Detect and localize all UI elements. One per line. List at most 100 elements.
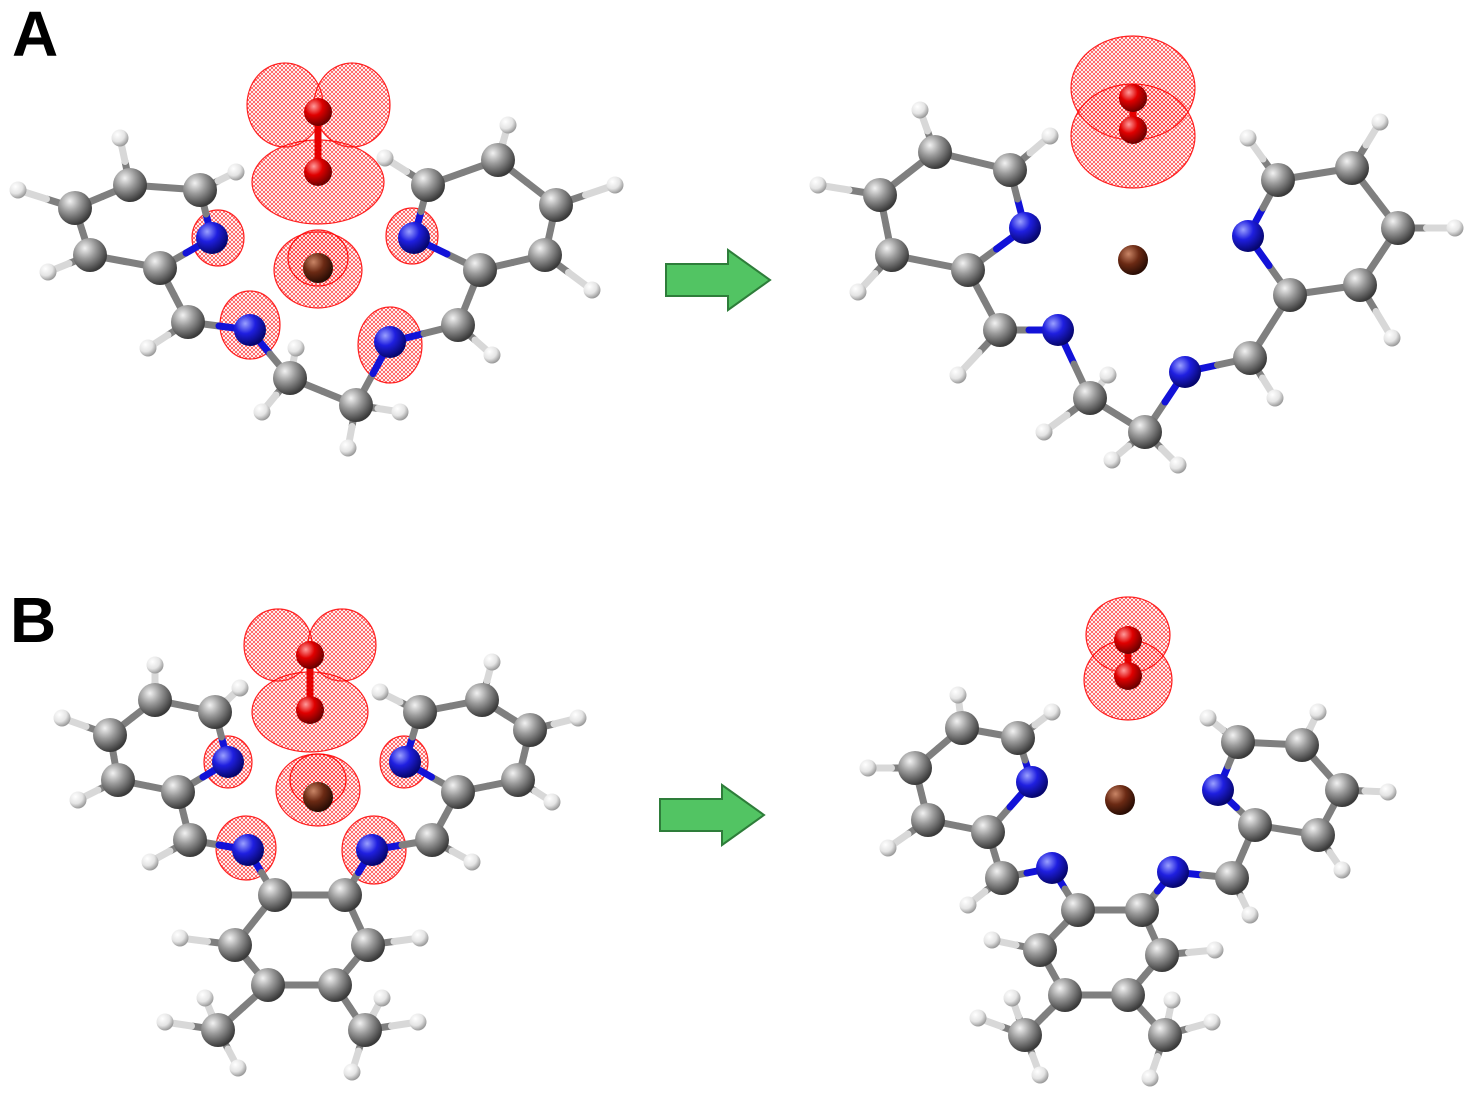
carbon-atom [73, 238, 107, 272]
carbon-atom [465, 683, 499, 717]
carbon-atom [528, 238, 562, 272]
nitrogen-atom [374, 326, 406, 358]
hydrogen-atom [583, 281, 601, 299]
hydrogen-atom [1371, 113, 1389, 131]
carbon-atom [983, 313, 1017, 347]
carbon-atom [539, 188, 573, 222]
hydrogen-atom [569, 709, 587, 727]
carbon-atom [351, 928, 385, 962]
hydrogen-atom [376, 149, 394, 167]
carbon-atom [951, 253, 985, 287]
hydrogen-atom [69, 791, 87, 809]
hydrogen-atom [1203, 1013, 1221, 1031]
hydrogen-atom [1379, 783, 1397, 801]
carbon-atom [1325, 773, 1359, 807]
hydrogen-atom [373, 989, 391, 1007]
carbon-atom [339, 388, 373, 422]
nitrogen-atom [1036, 852, 1068, 884]
carbon-atom [1261, 163, 1295, 197]
hydrogen-atom [1035, 423, 1053, 441]
carbon-atom [1001, 721, 1035, 755]
carbon-atom [1343, 268, 1377, 302]
hydrogen-atom [483, 653, 501, 671]
hydrogen-atom [141, 853, 159, 871]
hydrogen-atom [1239, 129, 1257, 147]
nitrogen-atom [1009, 212, 1041, 244]
hydrogen-atom [499, 116, 517, 134]
atom-layer [9, 84, 1464, 1087]
nitrogen-atom [398, 222, 430, 254]
carbon-atom [411, 168, 445, 202]
density-mesh-layer [191, 35, 1196, 885]
carbon-atom [1381, 211, 1415, 245]
hydrogen-atom [227, 163, 245, 181]
hydrogen-atom [809, 176, 827, 194]
carbon-atom [183, 173, 217, 207]
hydrogen-atom [859, 759, 877, 777]
carbon-atom [993, 153, 1027, 187]
carbon-atom [1111, 978, 1145, 1012]
carbon-atom [1128, 415, 1162, 449]
hydrogen-atom [949, 366, 967, 384]
carbon-atom [415, 823, 449, 857]
oxygen-atom [1114, 626, 1142, 654]
hydrogen-atom [39, 263, 57, 281]
nitrogen-atom [1157, 856, 1189, 888]
metal-atom [303, 782, 333, 812]
nitrogen-atom [212, 746, 244, 778]
hydrogen-atom [1199, 709, 1217, 727]
hydrogen-atom [371, 683, 389, 701]
metal-atom [1118, 245, 1148, 275]
carbon-atom [1215, 861, 1249, 895]
carbon-atom [985, 861, 1019, 895]
carbon-atom [1273, 278, 1307, 312]
hydrogen-atom [156, 1013, 174, 1031]
nitrogen-atom [1232, 220, 1264, 252]
carbon-atom [945, 711, 979, 745]
nitrogen-atom [356, 834, 388, 866]
oxygen-atom [304, 98, 332, 126]
oxygen-atom [304, 158, 332, 186]
hydrogen-atom [139, 339, 157, 357]
carbon-atom [1238, 808, 1272, 842]
carbon-atom [113, 168, 147, 202]
carbon-atom [1145, 938, 1179, 972]
nitrogen-atom [1169, 356, 1201, 388]
hydrogen-atom [171, 929, 189, 947]
carbon-atom [441, 775, 475, 809]
metal-atom [303, 253, 333, 283]
carbon-atom [513, 713, 547, 747]
hydrogen-atom [411, 929, 429, 947]
carbon-atom [1125, 893, 1159, 927]
carbon-atom [501, 763, 535, 797]
hydrogen-atom [1241, 906, 1259, 924]
hydrogen-atom [409, 1013, 427, 1031]
hydrogen-atom [1041, 127, 1059, 145]
right-block-arrow-icon [665, 248, 772, 312]
oxygen-atom [296, 696, 324, 724]
hydrogen-atom [391, 403, 409, 421]
nitrogen-atom [196, 222, 228, 254]
carbon-atom [93, 718, 127, 752]
carbon-atom [911, 803, 945, 837]
oxygen-atom [296, 641, 324, 669]
carbon-atom [143, 251, 177, 285]
hydrogen-atom [231, 679, 249, 697]
hydrogen-atom [606, 176, 624, 194]
hydrogen-atom [9, 181, 27, 199]
carbon-atom [463, 253, 497, 287]
right-block-arrow-icon [659, 783, 766, 847]
hydrogen-atom [879, 839, 897, 857]
nitrogen-atom [232, 834, 264, 866]
carbon-atom [273, 361, 307, 395]
hydrogen-atom [1383, 329, 1401, 347]
carbon-atom [1073, 381, 1107, 415]
hydrogen-atom [1103, 451, 1121, 469]
carbon-atom [318, 968, 352, 1002]
hydrogen-atom [1446, 219, 1464, 237]
hydrogen-atom [1099, 366, 1117, 384]
nitrogen-atom [1202, 774, 1234, 806]
carbon-atom [403, 695, 437, 729]
carbon-atom [875, 238, 909, 272]
